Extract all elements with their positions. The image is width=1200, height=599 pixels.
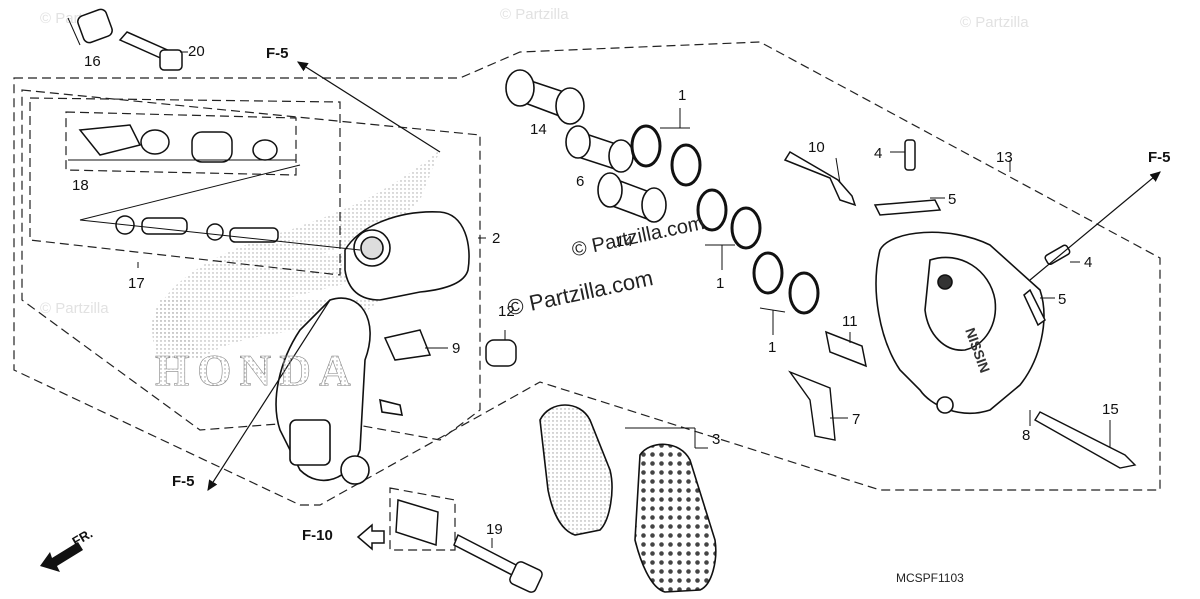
ref-label-f5: F-5	[172, 473, 195, 490]
part-label: 10	[808, 139, 825, 156]
pad-spring	[788, 370, 836, 441]
part-label: 4	[874, 145, 883, 162]
brake-pads	[539, 404, 717, 593]
front-arrow-icon	[40, 542, 83, 572]
pin-bolt	[783, 150, 857, 207]
part-label: 1	[678, 87, 687, 104]
honda-wing-logo	[150, 150, 440, 360]
part-label: 12	[498, 303, 515, 320]
reference-arrows	[207, 61, 1161, 492]
part-label: 5	[1058, 291, 1067, 308]
part-label: 11	[842, 313, 858, 330]
caliper-bolt	[824, 330, 868, 368]
ref-label-f10: F-10	[302, 527, 333, 544]
mounting-bolt	[395, 499, 543, 593]
piston-sleeves	[505, 69, 667, 223]
left-assembly-outline	[13, 41, 1161, 551]
part-label: 16	[84, 53, 101, 70]
ref-label-f5: F-5	[1148, 149, 1171, 166]
boot	[485, 339, 517, 367]
caliper-bracket	[275, 211, 470, 485]
pad-pin	[1034, 411, 1137, 469]
part-label: 6	[576, 173, 585, 190]
part-label: 14	[616, 233, 633, 250]
part-label: 17	[128, 275, 145, 292]
part-label: 7	[852, 411, 861, 428]
watermark: © Partzilla	[500, 6, 569, 23]
drawing-code: MCSPF1103	[896, 571, 964, 585]
part-label: 4	[1084, 254, 1093, 271]
honda-logo: HONDA	[155, 346, 359, 396]
f10-arrow-icon	[356, 523, 385, 551]
part-label: 5	[948, 191, 957, 208]
pad-spring-clip	[383, 329, 432, 361]
part-label: 3	[712, 431, 721, 448]
part-label: 9	[452, 340, 461, 357]
part-label: 13	[996, 149, 1013, 166]
part-label: 1	[716, 275, 725, 292]
part-label: 2	[492, 230, 501, 247]
part-label: 15	[1102, 401, 1119, 418]
watermark: © Partzilla	[40, 300, 109, 317]
part-label: 19	[486, 521, 503, 538]
part-label: 8	[1022, 427, 1031, 444]
part-label: 18	[72, 177, 89, 194]
watermark: © Partzilla	[960, 14, 1029, 31]
caliper-body	[875, 231, 1045, 414]
ref-label-f5: F-5	[266, 45, 289, 62]
svg-text:HONDA: HONDA	[155, 346, 359, 395]
piston-seals	[630, 124, 820, 315]
part-label: 1	[768, 339, 777, 356]
part-label: 20	[188, 43, 205, 60]
part-label: 14	[530, 121, 547, 138]
bleeder-valves	[873, 139, 1071, 327]
slide-pin-set	[115, 215, 279, 243]
bolt-collar	[77, 8, 183, 71]
pin-boot-set	[78, 124, 278, 163]
leader-lines	[67, 17, 1111, 548]
